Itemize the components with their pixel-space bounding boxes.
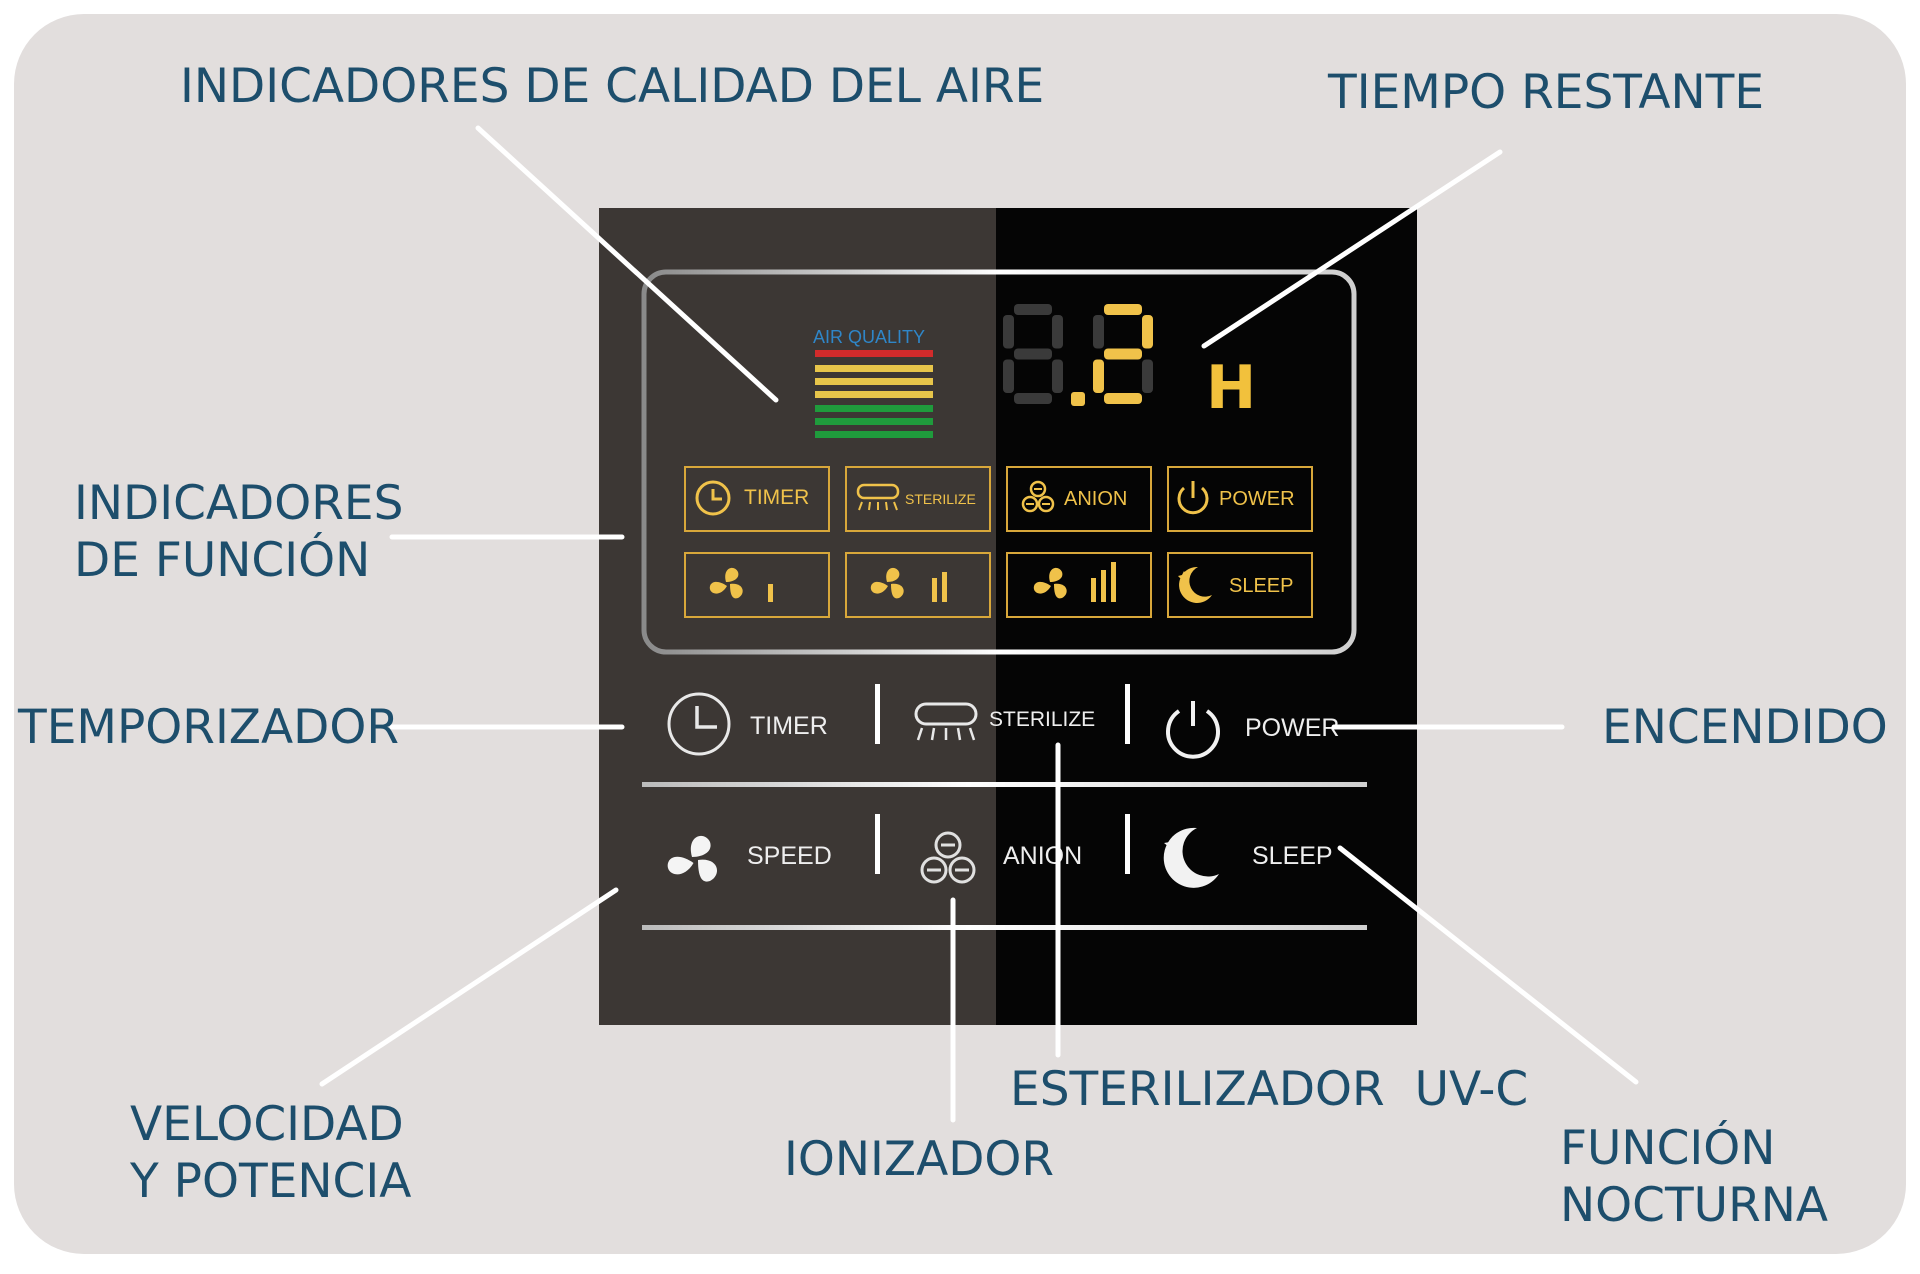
speed-button-label[interactable]: SPEED	[747, 842, 832, 870]
digit-segment	[1052, 315, 1063, 349]
air-quality-bar	[815, 405, 933, 412]
digit-segment	[1104, 304, 1142, 315]
sterilize-button-label[interactable]: STERILIZE	[989, 708, 1096, 731]
label-function-indicators-line2: DE FUNCIÓN	[74, 533, 371, 588]
air-quality-bar	[815, 391, 933, 398]
moon-star-icon	[1163, 827, 1219, 888]
label-speed-power-line2: Y POTENCIA	[130, 1154, 412, 1209]
leader-time-remaining	[1201, 149, 1503, 349]
indicator-sleep-label: SLEEP	[1229, 575, 1294, 597]
label-function-indicators-line1: INDICADORES	[74, 476, 404, 531]
timer-button-label[interactable]: TIMER	[750, 712, 828, 740]
digit-segment	[1142, 315, 1153, 349]
power-icon	[1166, 701, 1220, 759]
time-unit: H	[1206, 353, 1257, 423]
indicator-speed-2	[845, 552, 991, 618]
label-time-remaining: TIEMPO RESTANTE	[1328, 65, 1765, 120]
label-ionizer: IONIZADOR	[784, 1132, 1055, 1187]
label-power-on: ENCENDIDO	[1602, 700, 1888, 755]
digit-segment	[1104, 393, 1142, 404]
indicator-sleep	[1167, 552, 1313, 618]
air-quality-bar	[815, 431, 933, 438]
leader-speed	[319, 887, 619, 1087]
digit-segment	[1104, 348, 1142, 360]
label-night-function-line2: NOCTURNA	[1560, 1178, 1829, 1233]
indicator-sterilize-label: STERILIZE	[905, 491, 976, 507]
indicator-speed-3	[1006, 552, 1152, 618]
speed-bars-icon	[768, 562, 1116, 602]
digit-segment	[1093, 315, 1104, 349]
label-speed-power-line1: VELOCIDAD	[130, 1097, 404, 1152]
row-divider	[642, 782, 1367, 787]
digit-segment	[1093, 359, 1104, 393]
decimal-point	[1071, 392, 1085, 406]
indicator-timer-label: TIMER	[744, 486, 810, 509]
label-timer: TEMPORIZADOR	[18, 700, 400, 755]
air-quality-label: AIR QUALITY	[813, 327, 926, 347]
button-separator	[1125, 814, 1130, 874]
label-function-indicators: INDICADORES DE FUNCIÓN	[74, 475, 403, 589]
indicator-power	[1167, 466, 1313, 532]
digit-segment	[1014, 304, 1052, 315]
leader-night	[1337, 845, 1639, 1085]
button-separator	[1125, 684, 1130, 744]
indicator-anion-label: ANION	[1064, 488, 1128, 510]
control-panel: AIR QUALITY H TIMER STERILIZE ANION POWE…	[599, 208, 1417, 1025]
leader-air-quality	[475, 125, 779, 403]
digit-segment	[1003, 359, 1014, 393]
digit-segment	[1014, 348, 1052, 360]
panel-graphics	[641, 269, 1367, 930]
clock-icon	[695, 480, 731, 516]
power-button-label[interactable]: POWER	[1245, 714, 1340, 742]
power-icon	[1177, 481, 1209, 515]
clock-icon	[667, 692, 731, 756]
time-remaining-display	[1003, 304, 1153, 406]
label-air-quality-indicators: INDICADORES DE CALIDAD DEL AIRE	[180, 59, 1045, 114]
row-divider	[642, 925, 1367, 930]
digit-segment	[1003, 315, 1014, 349]
anion-button-label[interactable]: ANION	[1003, 842, 1083, 870]
indicator-timer	[684, 466, 830, 532]
label-night-function: FUNCIÓN NOCTURNA	[1560, 1120, 1828, 1234]
indicator-anion	[1006, 466, 1152, 532]
digit-segment	[1142, 359, 1153, 393]
uv-lamp-icon	[914, 702, 978, 741]
fan-icon	[870, 567, 904, 599]
air-quality-bar	[815, 418, 933, 425]
fan-icon	[667, 835, 718, 882]
label-speed-power: VELOCIDAD Y POTENCIA	[130, 1096, 411, 1210]
anion-icon	[920, 831, 976, 884]
sleep-button-label[interactable]: SLEEP	[1252, 842, 1333, 870]
indicator-sterilize	[845, 466, 991, 532]
uv-lamp-icon	[856, 483, 900, 511]
air-quality-bar	[815, 378, 933, 385]
digit-segment	[1052, 359, 1063, 393]
fan-icon	[709, 567, 743, 599]
indicator-power-label: POWER	[1219, 488, 1295, 510]
air-quality-bars	[815, 350, 933, 438]
display-frame	[641, 269, 1357, 655]
fan-icon	[1033, 567, 1067, 599]
anion-icon	[1021, 480, 1055, 513]
button-separator	[875, 684, 880, 744]
moon-star-icon	[1178, 566, 1212, 603]
air-quality-bar	[815, 365, 933, 372]
label-night-function-line1: FUNCIÓN	[1560, 1121, 1776, 1176]
indicator-speed-1	[684, 552, 830, 618]
air-quality-bar	[815, 350, 933, 357]
digit-segment	[1014, 393, 1052, 404]
button-separator	[875, 814, 880, 874]
label-uvc-sterilizer: ESTERILIZADOR UV-C	[1010, 1062, 1529, 1117]
